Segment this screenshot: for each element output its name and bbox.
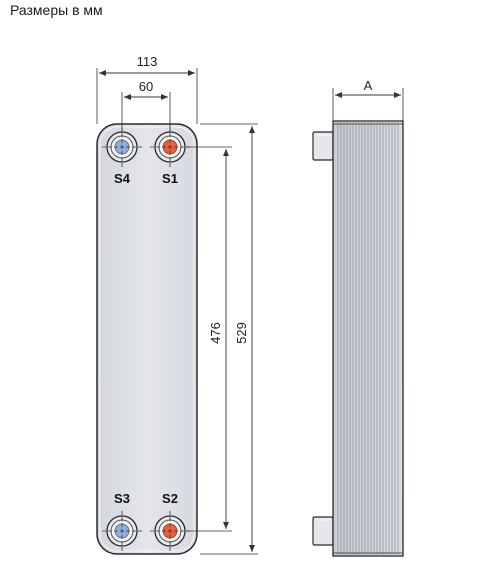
dimension-label-113: 113 (137, 54, 158, 69)
dimension-total-width: 113 (96, 54, 198, 124)
dimension-label-476: 476 (208, 322, 223, 344)
port-label-s3: S3 (114, 491, 130, 506)
side-plate-lines (337, 121, 399, 556)
port-label-s1: S1 (162, 171, 178, 186)
port-label-s2: S2 (162, 491, 178, 506)
units-caption: Размеры в мм (10, 2, 103, 18)
side-view: A (312, 78, 404, 557)
dimension-label-60: 60 (139, 79, 153, 94)
dimension-total-height: 529 (200, 123, 258, 555)
port-s4 (102, 127, 142, 167)
port-s1 (150, 127, 190, 167)
dimension-port-spacing-vertical: 476 (186, 146, 232, 532)
port-s3 (102, 511, 142, 551)
front-view: S4 S1 S3 S2 113 60 (96, 54, 258, 555)
plate-body (96, 123, 198, 555)
side-connection-top (312, 131, 334, 161)
port-s2 (150, 511, 190, 551)
port-label-s4: S4 (114, 171, 131, 186)
dimension-side-depth: A (332, 78, 404, 121)
plate-inner-edge (99, 126, 195, 552)
dimension-label-529: 529 (234, 322, 249, 344)
side-connection-bottom (312, 516, 334, 546)
dimension-label-a: A (364, 78, 373, 93)
dimension-port-spacing-horizontal: 60 (121, 79, 171, 132)
